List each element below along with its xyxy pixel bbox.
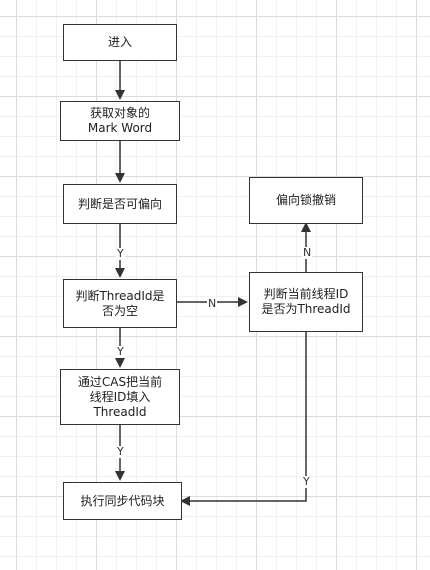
edge-label-current-to-exec: Y (302, 475, 311, 488)
edge-label-cas-to-exec: Y (116, 445, 125, 458)
node-check-threadid-empty: 判断ThreadId是 否为空 (63, 279, 177, 328)
edge-label-biased-to-empty: Y (116, 247, 125, 260)
edge-label-current-to-revoke: N (302, 246, 313, 259)
edge-label-empty-to-cas: Y (116, 345, 125, 358)
node-exec-sync: 执行同步代码块 (63, 482, 182, 520)
node-exec-sync-label: 执行同步代码块 (80, 493, 165, 508)
node-check-current-thread-label: 判断当前线程ID 是否为ThreadId (261, 287, 351, 316)
node-revoke-biased: 偏向锁撤销 (249, 177, 363, 224)
node-check-current-thread: 判断当前线程ID 是否为ThreadId (249, 272, 363, 332)
node-cas-fill: 通过CAS把当前 线程ID填入 ThreadId (60, 369, 180, 425)
node-check-biased-label: 判断是否可偏向 (77, 196, 162, 211)
node-check-threadid-empty-label: 判断ThreadId是 否为空 (75, 288, 165, 318)
node-get-mark-word-label: 获取对象的 Mark Word (87, 106, 153, 135)
node-check-biased: 判断是否可偏向 (63, 184, 177, 224)
node-cas-fill-label: 通过CAS把当前 线程ID填入 ThreadId (77, 374, 163, 419)
node-enter-label: 进入 (107, 35, 132, 49)
edge-label-empty-to-current: N (207, 297, 218, 310)
node-get-mark-word: 获取对象的 Mark Word (60, 101, 180, 141)
node-revoke-biased-label: 偏向锁撤销 (275, 193, 336, 207)
edge-current-to-exec (180, 332, 307, 506)
node-enter: 进入 (63, 24, 177, 61)
